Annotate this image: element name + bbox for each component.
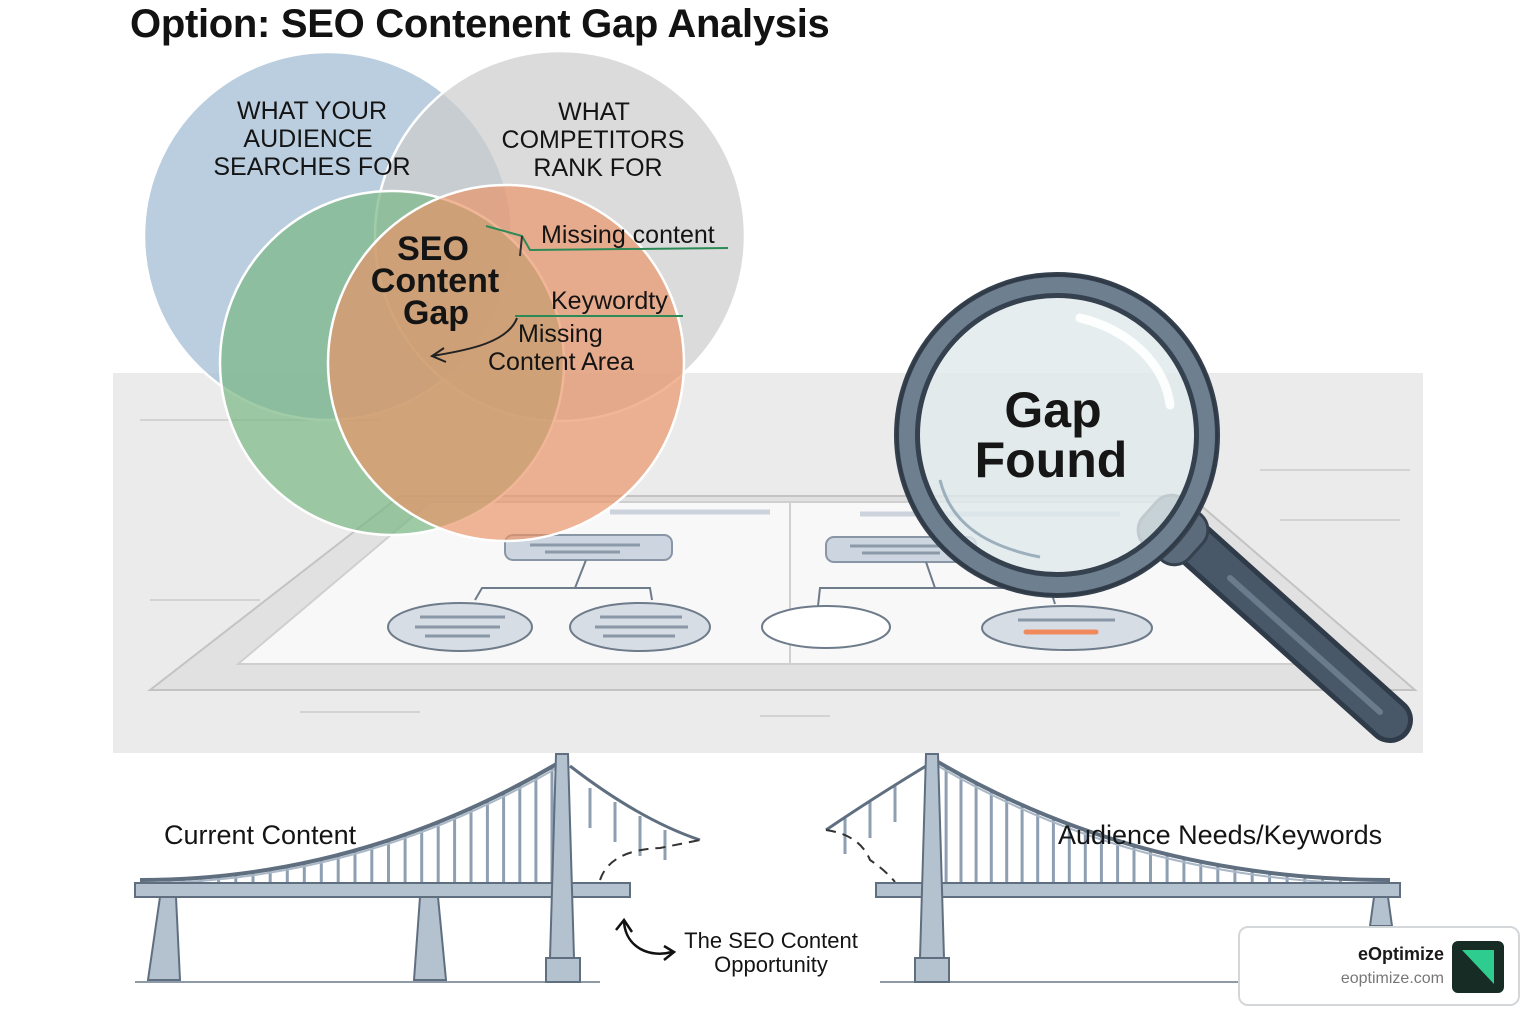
magnifier-label-line: Found [975, 432, 1128, 488]
opportunity-label-line: Opportunity [714, 952, 828, 977]
audience-label-line: SEARCHES FOR [213, 153, 410, 181]
site-map-root-node-left [504, 534, 673, 561]
bridge-left-label: Current Content [164, 820, 357, 850]
competitor-label-line: COMPETITORS [502, 126, 685, 154]
page-title: Option: SEO Contenent Gap Analysis [130, 2, 830, 46]
callout-lines [429, 225, 729, 363]
magnifying-glass-icon [894, 272, 1413, 743]
magnifier-label-line: Gap [1004, 382, 1101, 438]
venn-diagram [142, 49, 747, 543]
center-label-line: SEO [397, 230, 469, 268]
site-map-empty-node [761, 605, 891, 649]
center-label-line: Gap [403, 294, 469, 332]
brand-url: eoptimize.com [1340, 970, 1444, 987]
callout-keyword: Keywordty [551, 287, 668, 315]
left-bridge-hangers [182, 766, 667, 883]
callout-area-line: Content Area [488, 348, 634, 376]
center-label-line: Content [371, 262, 499, 300]
audience-label-line: AUDIENCE [243, 125, 372, 153]
audience-label-line: WHAT YOUR [237, 97, 387, 125]
brand-card[interactable]: eOptimize eoptimize.com [1238, 926, 1520, 1006]
eoptimize-logo-icon [1452, 941, 1504, 993]
competitor-label-line: RANK FOR [533, 154, 662, 182]
opportunity-label-line: The SEO Content [684, 928, 858, 953]
bridge-right-label: Audience Needs/Keywords [1058, 820, 1382, 850]
competitor-label-line: WHAT [558, 98, 630, 126]
site-map-node-highlight [981, 605, 1153, 651]
broken-bridge [134, 753, 1401, 983]
callout-area-line: Missing [518, 320, 603, 348]
venn-circle-orange [326, 183, 686, 543]
brand-name: eOptimize [1357, 944, 1444, 964]
callout-missing-content: Missing content [541, 221, 715, 249]
